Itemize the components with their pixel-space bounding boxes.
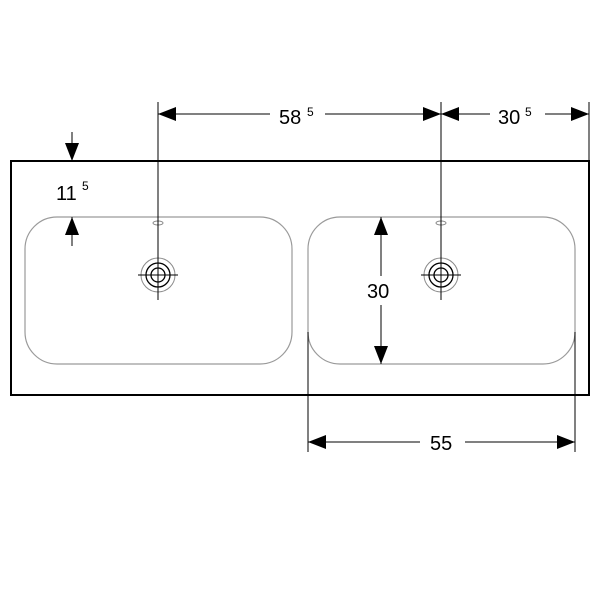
dimension-sup-11-5: 5 (82, 179, 89, 193)
dimension-label-58-5: 58 (279, 107, 301, 129)
dimension-sup-30-5: 5 (525, 105, 532, 119)
dimension-line-55 (308, 435, 575, 449)
dimension-label-11-5: 11 (56, 183, 77, 205)
dimension-line-58-5 (158, 107, 441, 121)
dimension-sup-58-5: 5 (307, 105, 314, 119)
dimension-line-30 (374, 217, 388, 364)
dimension-line-11-5 (65, 132, 79, 246)
dimension-label-55: 55 (430, 433, 452, 455)
dimension-label-30: 30 (367, 281, 389, 303)
dimension-line-30-5 (441, 107, 589, 121)
countertop-outline (10, 160, 590, 396)
dimension-label-30-5: 30 (498, 107, 520, 129)
